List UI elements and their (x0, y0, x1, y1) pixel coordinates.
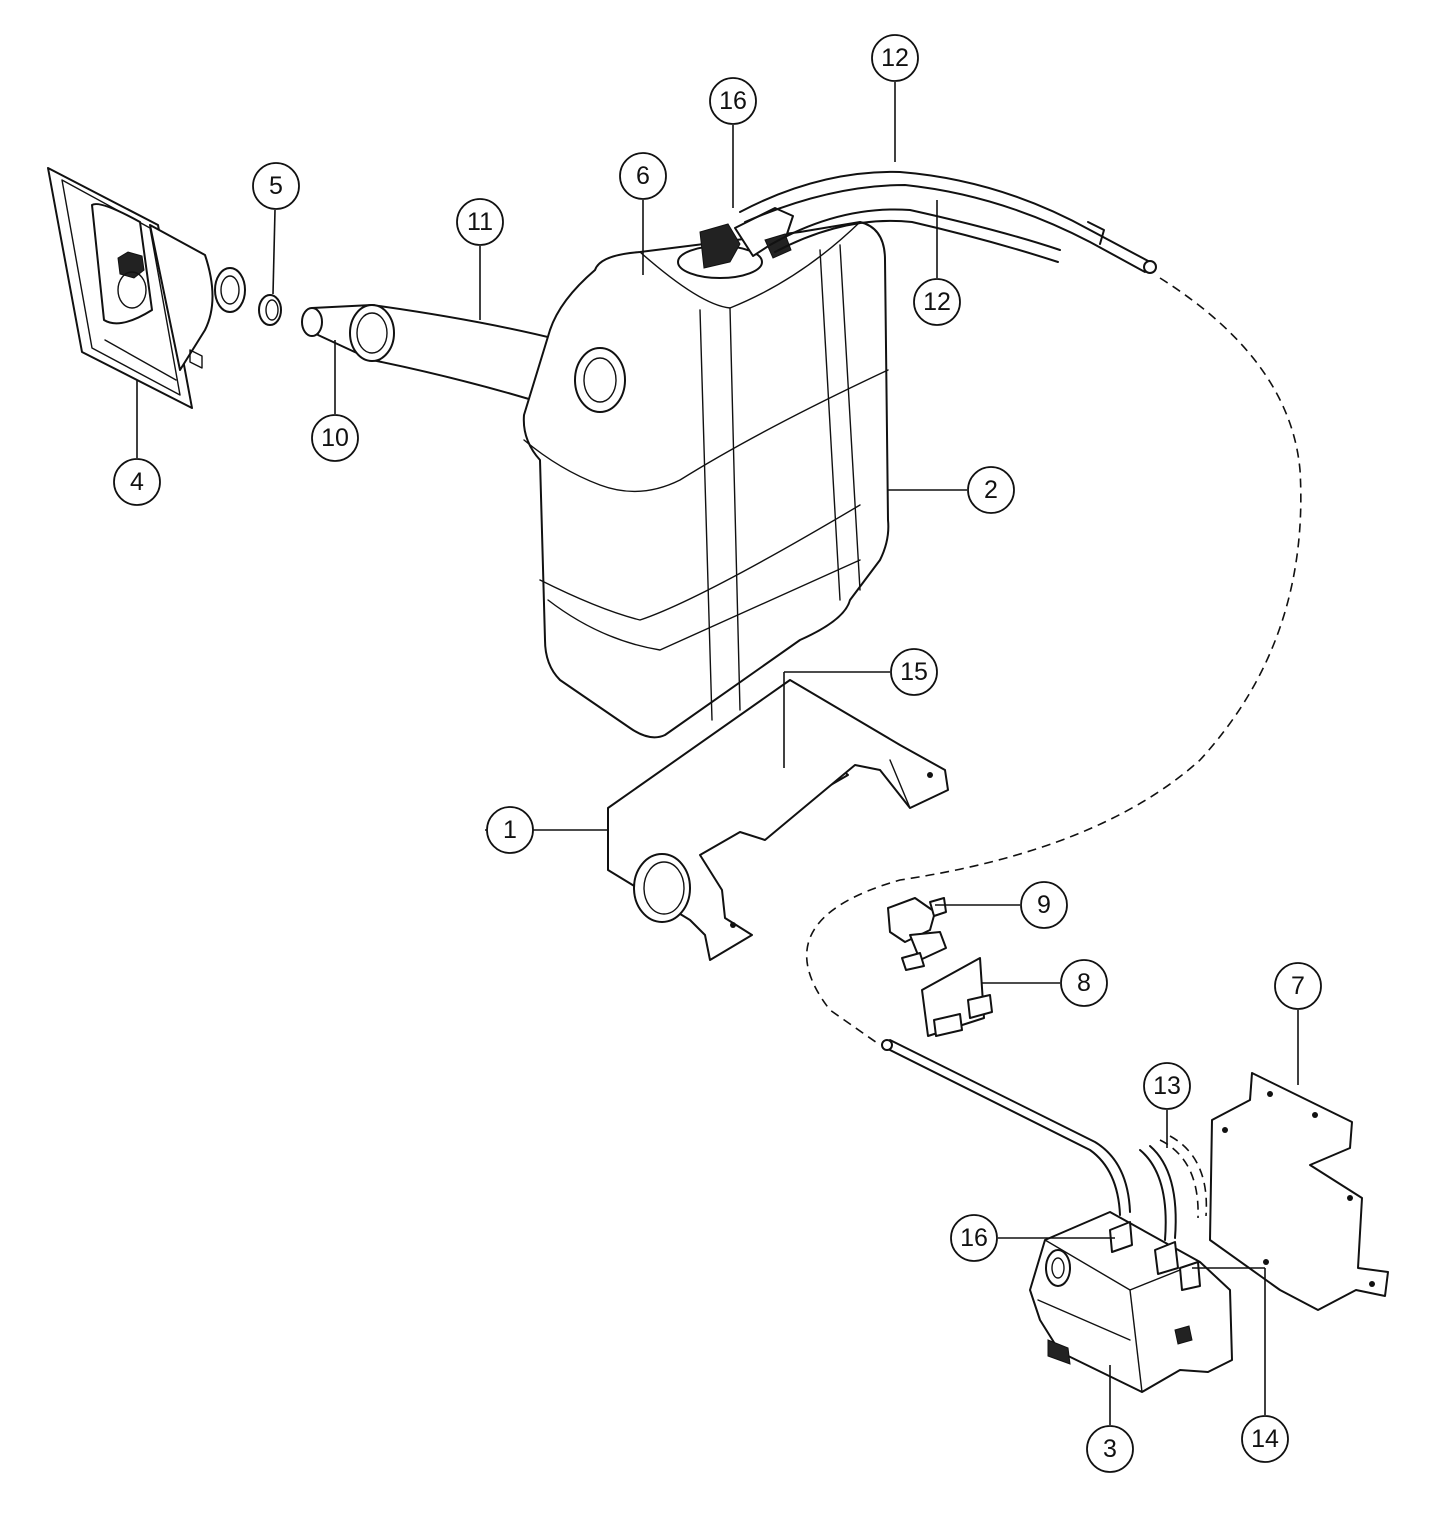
fuel-lines-part (739, 170, 1157, 274)
callout-1: 1 (486, 806, 534, 854)
callout-12-top: 12 (871, 34, 919, 82)
callout-13-label: 13 (1153, 1072, 1181, 1100)
callout-12-top-label: 12 (881, 44, 909, 72)
callout-15: 15 (890, 648, 938, 696)
callout-16-top-label: 16 (719, 87, 747, 115)
callout-11-label: 11 (467, 208, 493, 236)
callout-5: 5 (252, 162, 300, 210)
mounting-bracket-part (607, 679, 949, 961)
callout-4: 4 (113, 458, 161, 506)
callout-5-label: 5 (269, 172, 283, 200)
callout-11: 11 (456, 198, 504, 246)
solenoid-valve-part (887, 897, 947, 971)
callout-14-label: 14 (1251, 1425, 1279, 1453)
hose-clamp-part (258, 294, 282, 326)
main-tank-part (522, 207, 890, 739)
callout-7-label: 7 (1291, 972, 1305, 1000)
heater-unit-part (1029, 1211, 1233, 1393)
callout-2-label: 2 (984, 476, 998, 504)
callout-15-label: 15 (900, 658, 928, 686)
callout-6-label: 6 (636, 162, 650, 190)
heater-bracket-part (1209, 1072, 1389, 1311)
callout-8: 8 (1060, 959, 1108, 1007)
callout-4-label: 4 (130, 468, 144, 496)
callout-1-label: 1 (503, 816, 517, 844)
callout-2: 2 (967, 466, 1015, 514)
routing-path (805, 277, 1302, 1046)
callout-13: 13 (1143, 1062, 1191, 1110)
filler-housing-part (47, 167, 246, 409)
callout-16-bottom-label: 16 (960, 1224, 988, 1252)
callout-9-label: 9 (1037, 891, 1051, 919)
callout-3: 3 (1086, 1425, 1134, 1473)
callout-10-label: 10 (321, 424, 349, 452)
callout-10: 10 (311, 414, 359, 462)
callout-12-mid-label: 12 (923, 288, 951, 316)
callout-16-bottom: 16 (950, 1214, 998, 1262)
callout-12-mid: 12 (913, 278, 961, 326)
callout-8-label: 8 (1077, 969, 1091, 997)
callout-7: 7 (1274, 962, 1322, 1010)
callout-6: 6 (619, 152, 667, 200)
callout-3-label: 3 (1103, 1435, 1117, 1463)
callout-14: 14 (1241, 1415, 1289, 1463)
valve-plate-part (921, 957, 993, 1037)
leader-lines (136, 82, 1299, 1425)
callout-9: 9 (1020, 881, 1068, 929)
callout-16-top: 16 (709, 77, 757, 125)
